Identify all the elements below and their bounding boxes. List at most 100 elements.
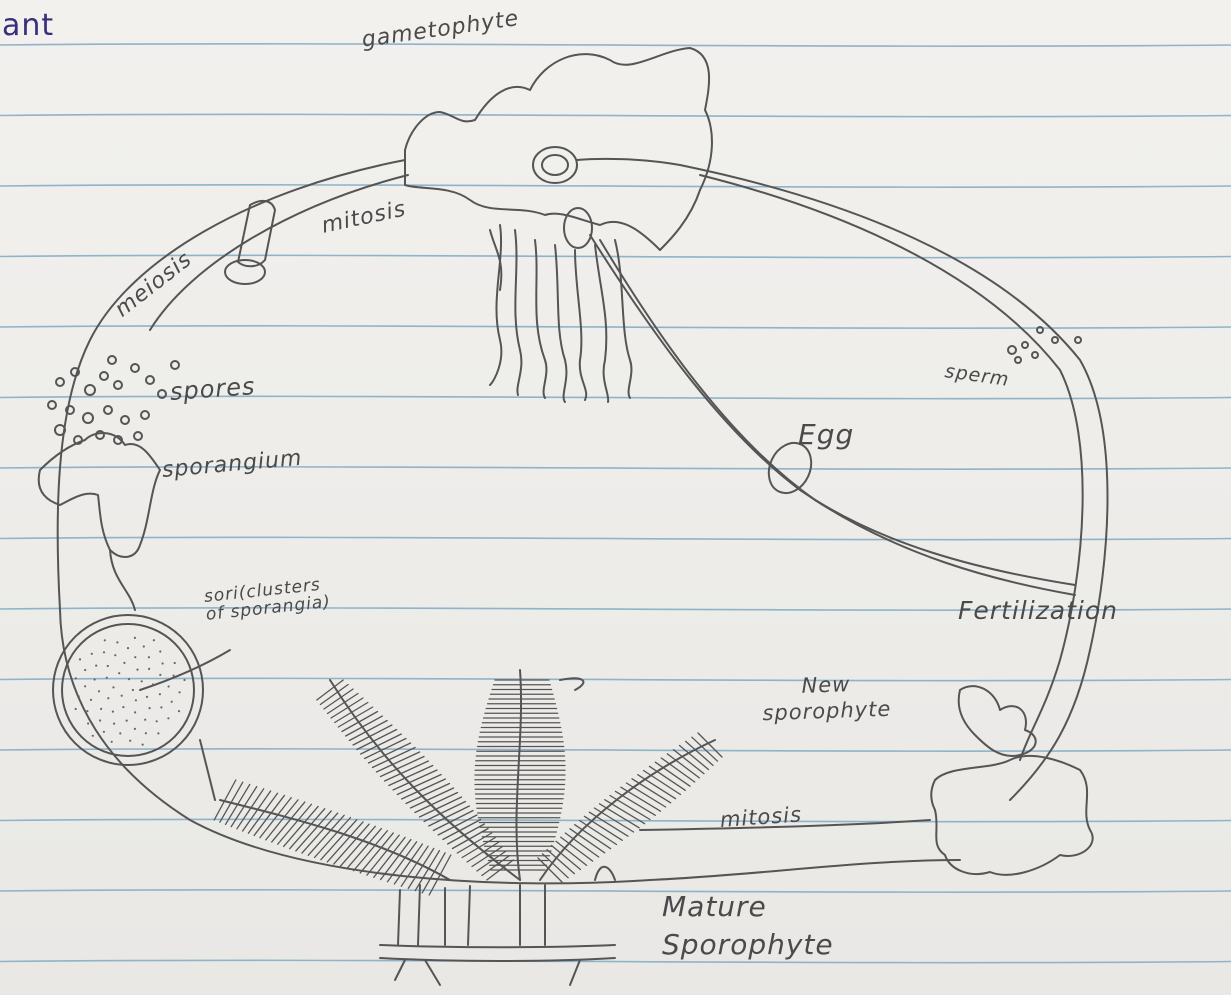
- archegonium-top-inner: [542, 155, 568, 175]
- sori-speckle: [148, 656, 150, 658]
- cycle-loop-left-inner: [150, 175, 408, 330]
- sori-speckle: [160, 706, 162, 708]
- new-sporophyte-shape: [931, 756, 1092, 875]
- frond-hatch-line: [589, 812, 628, 836]
- gametophyte-shape: [405, 48, 712, 250]
- sori-speckle: [78, 695, 80, 697]
- sori-circle-inner: [62, 624, 194, 756]
- frond-hatch-line: [626, 783, 665, 807]
- sori-speckle: [111, 741, 113, 743]
- ruled-line: [0, 890, 1231, 892]
- sori-speckle: [134, 728, 136, 730]
- sori-speckle: [179, 691, 181, 693]
- ruled-line: [0, 960, 1231, 962]
- sori-speckle: [159, 674, 161, 676]
- archegonium-stalk: [577, 159, 680, 165]
- sori-speckle: [107, 665, 109, 667]
- cycle-loop-right-inner: [700, 175, 1083, 760]
- ruled-line: [0, 44, 1231, 46]
- sori-speckle: [123, 662, 125, 664]
- frond-hatching: [214, 680, 722, 895]
- sori-speckle: [112, 686, 114, 688]
- sori-speckle: [79, 658, 81, 660]
- sori-speckle: [162, 662, 164, 664]
- archegonium-lower: [564, 208, 592, 248]
- sori-speckle: [87, 722, 89, 724]
- sori-speckles: [75, 637, 186, 746]
- frond-hatch-line: [231, 787, 257, 827]
- sori-speckle: [114, 654, 116, 656]
- sori-speckle: [106, 677, 108, 679]
- sori-speckle: [136, 669, 138, 671]
- sori-speckle: [99, 719, 101, 721]
- sori-speckle: [112, 711, 114, 713]
- frond-hatch-line: [621, 787, 661, 811]
- rhizome: [380, 867, 615, 985]
- sori-speckle: [135, 699, 137, 701]
- sori-speckle: [92, 735, 94, 737]
- cycle-loop-bottom: [650, 860, 960, 880]
- sori-speckle: [95, 665, 97, 667]
- frond-hatch-line: [632, 779, 671, 803]
- archegonium-top: [533, 147, 577, 183]
- sori-speckle: [178, 710, 180, 712]
- sori-speckle: [144, 719, 146, 721]
- sori-speckle: [128, 678, 130, 680]
- sori-speckle: [156, 720, 158, 722]
- frond-hatch-line: [615, 791, 655, 815]
- sori-speckle: [149, 707, 151, 709]
- new-sporophyte-frond: [959, 686, 1036, 756]
- ruled-line: [0, 537, 1231, 539]
- frond-hatch-line: [360, 833, 393, 873]
- sori-speckle: [134, 656, 136, 658]
- sori-speckle: [116, 641, 118, 643]
- sori-speckle: [119, 732, 121, 734]
- sori-speckle: [127, 647, 129, 649]
- sori-speckle: [107, 697, 109, 699]
- sori-speckle: [183, 679, 185, 681]
- rhizoids: [490, 225, 631, 402]
- sori-speckle: [152, 683, 154, 685]
- label-mature-sporophyte-line1: Mature: [662, 888, 834, 926]
- sori-speckle: [84, 669, 86, 671]
- ruled-line: [0, 749, 1231, 751]
- mature-sporophyte-fronds: [220, 670, 715, 880]
- sori-speckle: [141, 680, 143, 682]
- sori-speckle: [145, 732, 147, 734]
- label-spores: spores: [169, 372, 256, 406]
- sori-speckle: [104, 639, 106, 641]
- sori-speckle: [157, 732, 159, 734]
- sori-speckle: [121, 695, 123, 697]
- sori-speckle: [84, 685, 86, 687]
- sori-speckle: [122, 706, 124, 708]
- ruled-line: [0, 114, 1231, 116]
- ruled-line: [0, 326, 1231, 328]
- frond-hatch-line: [367, 835, 399, 875]
- sori-speckle: [113, 723, 115, 725]
- sori-speckle: [126, 720, 128, 722]
- sori-speckle: [143, 645, 145, 647]
- sori-speckle: [173, 675, 175, 677]
- frond-hatch-line: [272, 802, 305, 842]
- spore-capsule: [225, 260, 265, 284]
- sori-speckle: [103, 731, 105, 733]
- sori-speckle: [94, 678, 96, 680]
- sori-speckle: [168, 685, 170, 687]
- frond-hatch-line: [237, 789, 264, 829]
- sori-speckle: [142, 744, 144, 746]
- sori-speckle: [132, 689, 134, 691]
- frond-hatch-line: [610, 796, 650, 820]
- frond-hatch-line: [600, 804, 640, 828]
- label-fertilization: Fertilization: [958, 596, 1118, 625]
- sporangium-stalk: [110, 550, 135, 610]
- sori-speckle: [159, 650, 161, 652]
- sori-speckle: [146, 696, 148, 698]
- sori-speckle: [153, 639, 155, 641]
- sori-speckle: [159, 693, 161, 695]
- sori-speckle: [134, 637, 136, 639]
- sori-speckle: [171, 701, 173, 703]
- sori-speckle: [118, 672, 120, 674]
- sori-speckle: [100, 708, 102, 710]
- spores-cluster: [48, 356, 179, 444]
